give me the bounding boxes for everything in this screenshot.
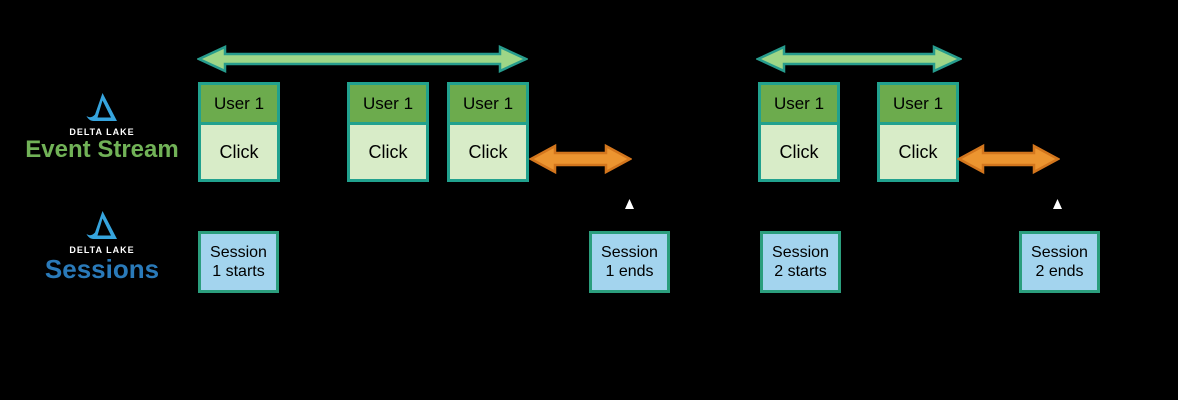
session-start-box: Session 2 starts: [760, 231, 841, 293]
delta-lake-brand-label: DELTA LAKE: [69, 245, 135, 255]
session-box-line1: Session: [772, 244, 829, 261]
user-label: User 1: [880, 85, 956, 125]
session2-gap-double-arrow-icon: [957, 143, 1060, 175]
user-label: User 1: [201, 85, 277, 125]
session2-window-double-arrow-icon: [756, 45, 962, 73]
user-label: User 1: [350, 85, 426, 125]
event-stream-title: Event Stream: [25, 136, 179, 163]
session-end-box: Session 2 ends: [1019, 231, 1100, 293]
session-box-line1: Session: [210, 244, 267, 261]
session-box-line1: Session: [1031, 244, 1088, 261]
session-box-line1: Session: [601, 244, 658, 261]
session-box-line2: 1 starts: [212, 263, 265, 280]
click-label: Click: [201, 125, 277, 179]
session-box-line2: 2 ends: [1035, 263, 1084, 280]
user-label: User 1: [761, 85, 837, 125]
click-event-box: User 1 Click: [347, 82, 429, 182]
session-end-box: Session 1 ends: [589, 231, 670, 293]
click-event-box: User 1 Click: [447, 82, 529, 182]
click-event-box: User 1 Click: [198, 82, 280, 182]
click-event-box: User 1 Click: [877, 82, 959, 182]
session1-window-double-arrow-icon: [197, 45, 528, 73]
click-label: Click: [761, 125, 837, 179]
click-label: Click: [880, 125, 956, 179]
session-start-box: Session 1 starts: [198, 231, 279, 293]
click-event-box: User 1 Click: [758, 82, 840, 182]
delta-lake-logo-icon: [86, 93, 117, 121]
click-label: Click: [350, 125, 426, 179]
sessions-label-block: DELTA LAKE Sessions: [12, 210, 192, 282]
session1-gap-double-arrow-icon: [529, 143, 632, 175]
event-stream-label-block: DELTA LAKE Event Stream: [12, 92, 192, 162]
click-label: Click: [450, 125, 526, 179]
session-box-line2: 1 ends: [605, 263, 654, 280]
session-box-line2: 2 starts: [774, 263, 827, 280]
session1-end-pointer-icon: [625, 199, 634, 209]
session2-end-pointer-icon: [1053, 199, 1062, 209]
user-label: User 1: [450, 85, 526, 125]
sessions-title: Sessions: [44, 254, 160, 284]
delta-lake-brand-label: DELTA LAKE: [69, 127, 135, 137]
delta-lake-logo-icon: [86, 211, 117, 239]
